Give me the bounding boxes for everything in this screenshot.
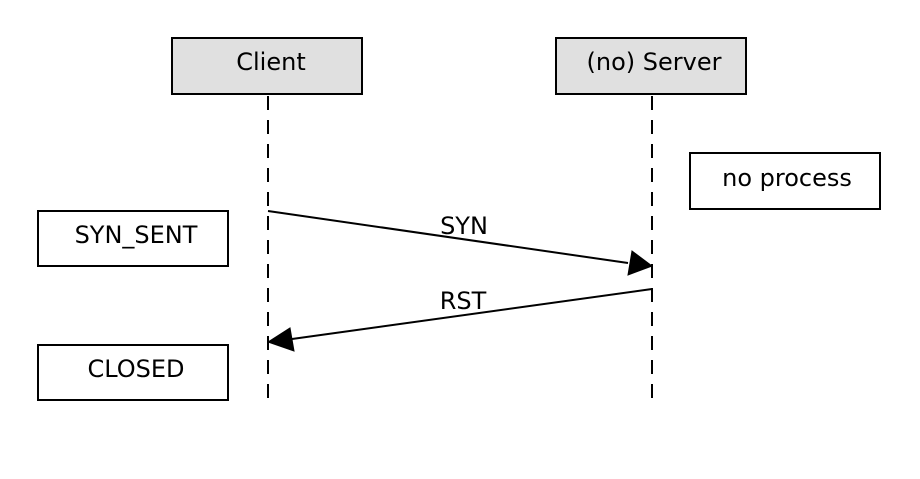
server-note-box — [689, 152, 881, 210]
rst-arrowhead-icon — [266, 327, 295, 352]
rst-arrow-line — [291, 288, 653, 340]
client-state-syn-sent: SYN_SENT — [37, 210, 229, 267]
rst-label: RST — [440, 287, 487, 315]
syn-label: SYN — [440, 212, 488, 240]
server-note-no-process: no process — [689, 152, 881, 210]
participant-server-label: (no) Server — [587, 48, 722, 76]
participant-server: (no) Server — [555, 37, 747, 95]
participant-client-label: Client — [236, 48, 305, 76]
participant-client-box — [171, 37, 363, 95]
client-state-syn-sent-box — [37, 210, 229, 267]
server-note-label: no process — [722, 164, 852, 192]
client-state-closed-box — [37, 344, 229, 401]
client-state-closed: CLOSED — [37, 344, 229, 401]
client-state-syn-sent-label: SYN_SENT — [75, 221, 198, 249]
syn-arrow-line — [267, 210, 629, 264]
message-rst: RST — [266, 287, 653, 352]
syn-arrowhead-icon — [627, 250, 654, 276]
client-state-closed-label: CLOSED — [87, 355, 184, 383]
message-syn: SYN — [267, 210, 654, 276]
participant-server-box — [555, 37, 747, 95]
participant-client: Client — [171, 37, 363, 95]
